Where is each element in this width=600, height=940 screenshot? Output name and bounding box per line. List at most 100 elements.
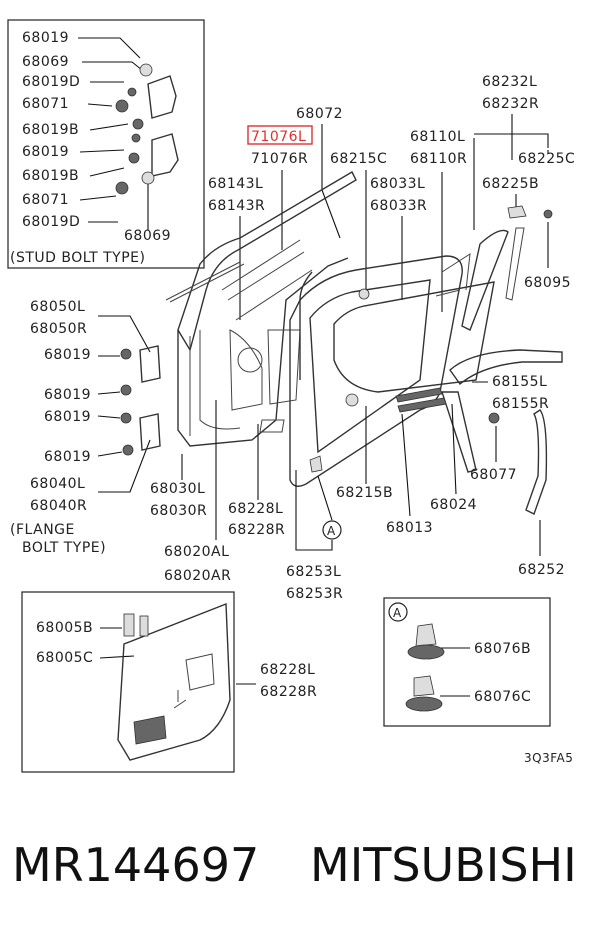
latch-assembly	[267, 329, 301, 405]
clip-label-68076b: 68076B	[474, 641, 531, 657]
top-center-labels: 68072 71076L 71076R 68215C 68143L 68143R	[208, 106, 387, 320]
door-garnish	[525, 409, 548, 515]
hinge-label-5: 68019	[44, 409, 91, 425]
trim-inset-frame	[21, 591, 235, 773]
stud-label-10: 68069	[124, 228, 171, 244]
label-68228l: 68228L	[228, 501, 283, 517]
clip-label-68076c: 68076C	[474, 689, 531, 705]
clip-a	[309, 455, 323, 473]
hinge-leaders	[97, 315, 151, 493]
clip-callout-circle	[388, 602, 408, 622]
clip-68076c-icon	[405, 675, 443, 712]
flange-hinge-icon	[120, 345, 161, 456]
label-68020ar: 68020AR	[164, 568, 231, 584]
flange-hinge-labels: 68050L 68050R 68019 68019 68019 68019 68…	[10, 299, 161, 556]
trim-label-68228l: 68228L	[260, 662, 315, 678]
label-68143r: 68143R	[208, 198, 265, 214]
door-weatherstrip	[289, 255, 463, 487]
label-68155l: 68155L	[492, 374, 547, 390]
door-inner-panel	[177, 257, 349, 447]
regulator-motor	[237, 347, 263, 373]
window-channel-icon	[461, 205, 553, 331]
trim-label-68228r: 68228R	[260, 684, 317, 700]
right-mid-labels: 68155L 68155R 68077 68024 68013 68252	[386, 374, 565, 578]
highlight-box	[247, 125, 313, 145]
regulator-body	[229, 329, 263, 411]
top-right-leaders	[511, 114, 549, 268]
label-68253r: 68253R	[286, 586, 343, 602]
rear-channel-top	[449, 349, 563, 386]
trim-label-68005b: 68005B	[36, 620, 93, 636]
door-edge	[189, 330, 241, 436]
label-68033l: 68033L	[370, 176, 425, 192]
hinge-label-4: 68019	[44, 387, 91, 403]
right-mid-leaders	[401, 381, 541, 556]
brand-name: MITSUBISHI	[310, 838, 577, 892]
part-number: MR144697	[12, 838, 260, 892]
footer: MR144697 MITSUBISHI	[0, 838, 600, 898]
clip-68076b-icon	[407, 623, 445, 660]
stud-bolt-inset: 68019 68069 68019D 68071 68019B 68019 68…	[7, 19, 205, 269]
label-68143l: 68143L	[208, 176, 263, 192]
stud-label-2: 68069	[22, 54, 69, 70]
label-68077: 68077	[470, 467, 517, 483]
rear-channel-lower	[441, 391, 477, 473]
label-68024: 68024	[430, 497, 477, 513]
belt-molding	[165, 261, 245, 303]
glass-opening	[309, 279, 431, 454]
stud-label-5: 68019B	[22, 122, 79, 138]
lower-hinge-icon	[115, 133, 179, 195]
label-68072: 68072	[296, 106, 343, 122]
stud-label-4: 68071	[22, 96, 69, 112]
clip-68215b	[345, 393, 359, 407]
door-glass	[333, 281, 495, 393]
top-right-labels: 68232L 68232R 68225C 68225B 68095	[461, 74, 575, 331]
label-68232l: 68232L	[482, 74, 537, 90]
stud-label-7: 68019B	[22, 168, 79, 184]
clip-inset-frame	[383, 597, 551, 727]
label-68215c: 68215C	[330, 151, 387, 167]
hinge-label-7: 68040L	[30, 476, 85, 492]
hinge-label-8: 68040R	[30, 498, 87, 514]
hinge-label-3: 68019	[44, 347, 91, 363]
door-trim-panel-icon	[117, 602, 231, 761]
label-68155r: 68155R	[492, 396, 549, 412]
stud-label-1: 68019	[22, 30, 69, 46]
flange-caption-2: BOLT TYPE)	[22, 540, 106, 556]
label-68020al: 68020AL	[164, 544, 229, 560]
stud-label-6: 68019	[22, 144, 69, 160]
label-68110l: 68110L	[410, 129, 465, 145]
label-68110r: 68110R	[410, 151, 467, 167]
diagram-code: 3Q3FA5	[524, 751, 573, 765]
label-68095: 68095	[524, 275, 571, 291]
label-68225b: 68225B	[482, 176, 539, 192]
label-68232r: 68232R	[482, 96, 539, 112]
glass-run-channel	[435, 253, 471, 297]
stud-label-3: 68019D	[22, 74, 80, 90]
label-68033r: 68033R	[370, 198, 427, 214]
label-68013: 68013	[386, 520, 433, 536]
label-68215b: 68215B	[336, 485, 393, 501]
label-68030r: 68030R	[150, 503, 207, 519]
trim-leaders	[99, 627, 256, 685]
upper-hinge-icon	[115, 63, 177, 130]
callout-a-letter: A	[327, 524, 336, 538]
label-68252: 68252	[518, 562, 565, 578]
hinge-label-6: 68019	[44, 449, 91, 465]
belt-weatherstrip	[395, 387, 447, 413]
label-68253l: 68253L	[286, 564, 341, 580]
door-sash	[177, 171, 357, 352]
speaker-opening	[259, 419, 285, 433]
clip-callout-letter: A	[393, 606, 402, 620]
glass-run-leaders	[401, 133, 549, 312]
door-assembly	[165, 171, 563, 515]
flange-caption-1: (FLANGE	[10, 522, 75, 538]
clip-leaders	[440, 647, 470, 697]
clip-68215c	[358, 288, 370, 300]
bottom-center-labels: 68030L 68030R 68228L 68228R 68215B 68020…	[150, 400, 393, 602]
stud-label-9: 68019D	[22, 214, 80, 230]
label-68225c: 68225C	[518, 151, 575, 167]
stud-label-8: 68071	[22, 192, 69, 208]
callout-a-circle	[322, 520, 342, 540]
